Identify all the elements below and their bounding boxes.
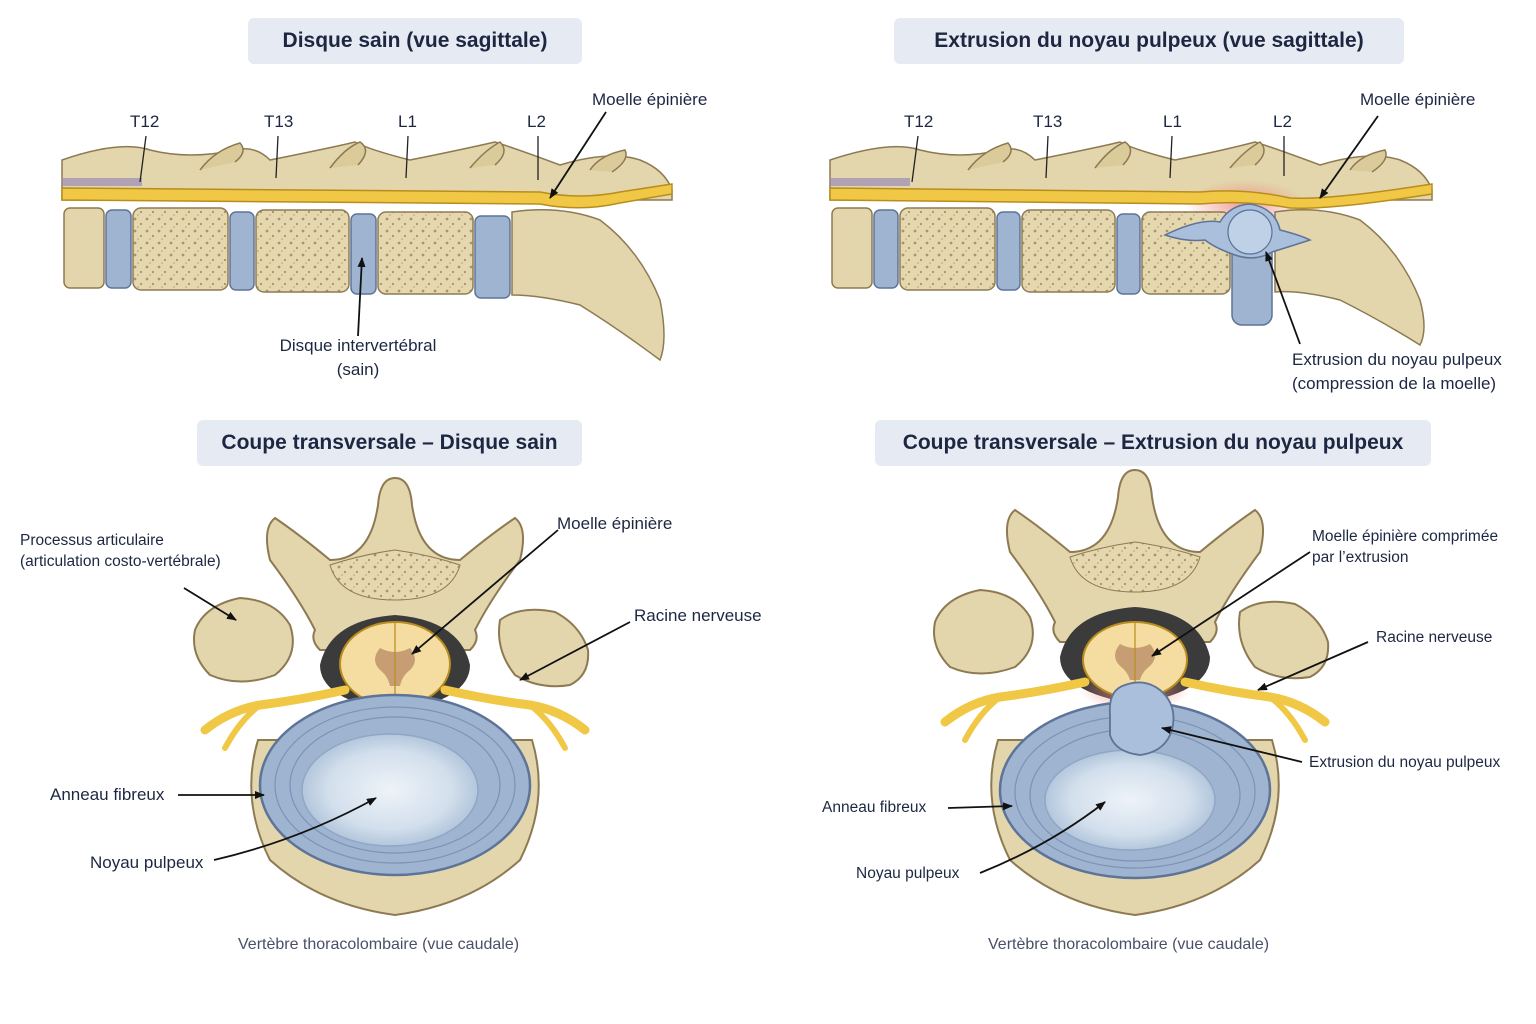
title-sagittal-healthy: Disque sain (vue sagittale) [248, 18, 582, 64]
nucleus-label: Noyau pulpeux [90, 853, 204, 872]
vertebra-label-l2: L2 [527, 112, 546, 131]
articular-process [933, 588, 1034, 675]
articular-process [193, 596, 294, 683]
extrusion-label: Extrusion du noyau pulpeux (compression … [1292, 350, 1502, 393]
vertebra-label-t13: T13 [1033, 112, 1063, 131]
vertebra-label-t12: T12 [130, 112, 160, 131]
title-transverse-extrusion: Coupe transversale – Extrusion du noyau … [875, 420, 1431, 466]
annulus-label: Anneau fibreux [50, 785, 165, 804]
sagittal-healthy-drawing [61, 111, 673, 362]
nucleus-pulposus [1044, 749, 1216, 851]
transverse-healthy-drawing [178, 476, 631, 917]
nucleus-pulposus [301, 733, 479, 847]
nerve-root-label: Racine nerveuse [634, 606, 762, 625]
vertebral-body [899, 207, 996, 291]
caption: Vertèbre thoracolombaire (vue caudale) [988, 936, 1270, 953]
annulus-label: Anneau fibreux [822, 799, 927, 816]
extruded-nucleus [1108, 681, 1175, 756]
spinal-cord [61, 183, 673, 209]
intervertebral-disc [350, 213, 377, 295]
vertebral-body [255, 209, 350, 293]
spinal-cord-label: Moelle épinière [557, 514, 673, 533]
articular-process-label: Processus articulaire (articulation cost… [20, 532, 221, 570]
nucleus-label: Noyau pulpeux [856, 865, 960, 882]
intervertebral-disc [229, 211, 255, 291]
vertebral-body [1274, 209, 1425, 347]
spinal-cord-label: Moelle épinière [1360, 90, 1476, 109]
vertebral-body [132, 207, 229, 291]
title-sagittal-extrusion: Extrusion du noyau pulpeux (vue sagittal… [894, 18, 1404, 64]
spinal-cord-label: Moelle épinière [592, 90, 708, 109]
intervertebral-disc [996, 211, 1021, 291]
disc-label: Disque intervertébral (sain) [279, 336, 437, 379]
extrusion-label: Extrusion du noyau pulpeux [1309, 754, 1501, 771]
vertebra-label-l1: L1 [1163, 112, 1182, 131]
nerve-root-label: Racine nerveuse [1376, 629, 1493, 646]
caption: Vertèbre thoracolombaire (vue caudale) [238, 936, 520, 953]
vertebral-body [63, 207, 105, 289]
spinal-cord [829, 183, 1433, 209]
intervertebral-disc [873, 209, 899, 289]
intervertebral-disc [105, 209, 132, 289]
vertebra-label-t13: T13 [264, 112, 294, 131]
vertebral-body [831, 207, 873, 289]
intervertebral-disc [1116, 213, 1141, 295]
vertebra-label-t12: T12 [904, 112, 934, 131]
vertebra-label-l2: L2 [1273, 112, 1292, 131]
articular-process [498, 608, 590, 688]
vertebra-label-l1: L1 [398, 112, 417, 131]
sagittal-extrusion-drawing [829, 115, 1433, 347]
intervertebral-disc [474, 215, 511, 299]
vertebral-body [511, 209, 665, 362]
vertebral-body [377, 211, 474, 295]
vertebral-body [1021, 209, 1116, 293]
compressed-cord-label: Moelle épinière comprimée par l’extrusio… [1312, 528, 1499, 566]
transverse-extrusion-drawing [933, 468, 1369, 917]
title-transverse-healthy: Coupe transversale – Disque sain [197, 420, 582, 466]
articular-process [1238, 600, 1330, 680]
